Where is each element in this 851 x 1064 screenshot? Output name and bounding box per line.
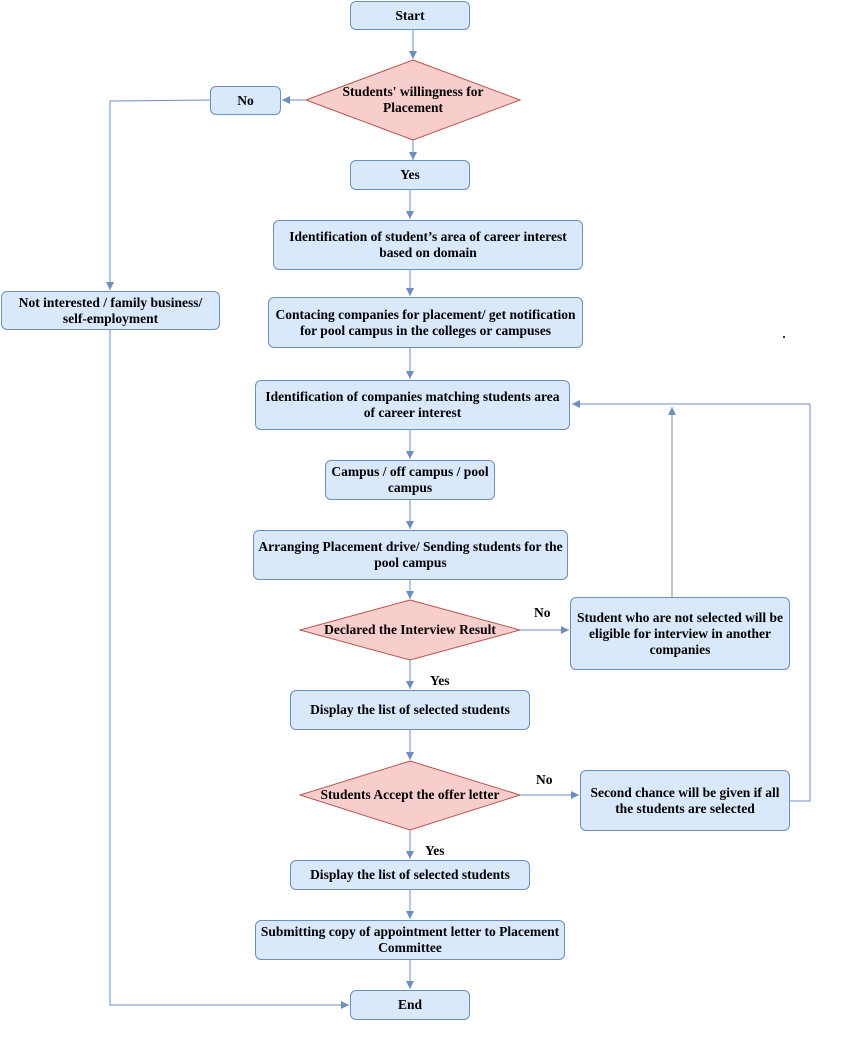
declared-decision: Declared the Interview Result bbox=[310, 620, 510, 640]
edge-not-interested-to-end bbox=[109, 330, 349, 1009]
edge-second-chance-to-matching bbox=[572, 400, 811, 802]
display2-node: Display the list of selected students bbox=[290, 860, 530, 890]
matching-label: Identification of companies matching stu… bbox=[265, 389, 560, 420]
contacting-node: Contacing companies for placement/ get n… bbox=[268, 297, 583, 348]
accept-no-label: No bbox=[536, 772, 553, 787]
display2-label: Display the list of selected students bbox=[310, 867, 510, 882]
accept-decision: Students Accept the offer letter bbox=[310, 785, 510, 805]
career-interest-label: Identification of student’s area of care… bbox=[289, 229, 567, 260]
yes-top-node: Yes bbox=[350, 160, 470, 190]
declared-label: Declared the Interview Result bbox=[324, 622, 496, 637]
contacting-label: Contacing companies for placement/ get n… bbox=[275, 306, 576, 338]
end-label: End bbox=[397, 997, 423, 1012]
not-interested-node: Not interested / family business/ self-e… bbox=[1, 291, 220, 330]
end-node: End bbox=[350, 990, 470, 1020]
willingness-label: Students' willingness for Placement bbox=[342, 84, 484, 115]
arranging-node: Arranging Placement drive/ Sending stude… bbox=[253, 530, 568, 580]
declared-no-label: No bbox=[534, 605, 551, 620]
campus-label: Campus / off campus / pool campus bbox=[331, 464, 489, 495]
willingness-decision: Students' willingness for Placement bbox=[330, 80, 496, 120]
no-top-node: No bbox=[210, 86, 281, 115]
display1-label: Display the list of selected students bbox=[310, 702, 510, 717]
accept-yes-label: Yes bbox=[425, 843, 445, 858]
not-selected-node: Student who are not selected will be eli… bbox=[570, 597, 790, 670]
yes-top-label: Yes bbox=[400, 167, 420, 182]
declared-yes-label: Yes bbox=[430, 673, 450, 688]
career-interest-node: Identification of student’s area of care… bbox=[273, 220, 583, 270]
submitting-node: Submitting copy of appointment letter to… bbox=[255, 920, 565, 960]
start-node: Start bbox=[350, 1, 470, 30]
edge-no-to-not-interested bbox=[106, 99, 211, 290]
no-top-label: No bbox=[237, 92, 254, 108]
not-selected-label: Student who are not selected will be eli… bbox=[577, 609, 783, 657]
stray-dot bbox=[783, 336, 785, 338]
campus-node: Campus / off campus / pool campus bbox=[325, 460, 495, 500]
second-chance-label: Second chance will be given if all the s… bbox=[590, 784, 780, 816]
second-chance-node: Second chance will be given if all the s… bbox=[580, 770, 790, 831]
start-label: Start bbox=[395, 7, 425, 23]
arranging-label: Arranging Placement drive/ Sending stude… bbox=[258, 539, 563, 570]
display1-node: Display the list of selected students bbox=[290, 690, 530, 730]
submitting-label: Submitting copy of appointment letter to… bbox=[260, 924, 560, 955]
not-interested-label: Not interested / family business/ self-e… bbox=[18, 294, 203, 326]
accept-label: Students Accept the offer letter bbox=[320, 787, 500, 802]
matching-node: Identification of companies matching stu… bbox=[255, 380, 570, 430]
